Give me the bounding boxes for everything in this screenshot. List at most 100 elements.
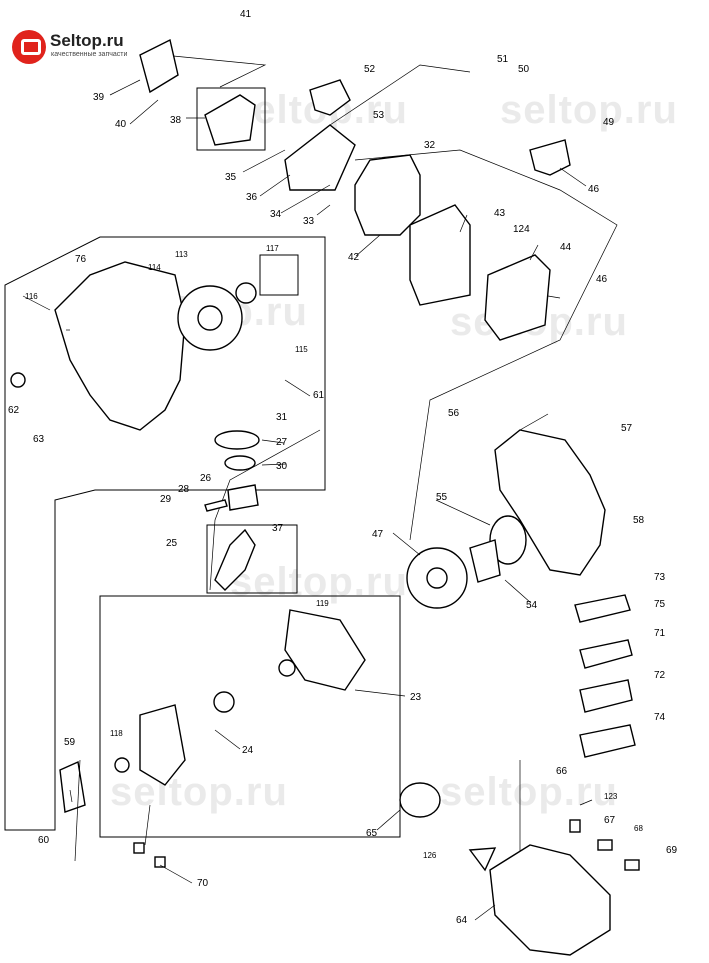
crankcase-half-part	[139, 704, 186, 786]
callout-38: 38	[170, 115, 182, 126]
logo-mark-icon	[12, 30, 46, 64]
primer-bulb-part	[468, 847, 497, 872]
ring-part	[224, 455, 256, 471]
callout-63: 63	[33, 434, 45, 445]
callout-70: 70	[197, 878, 209, 889]
callout-74: 74	[654, 712, 666, 723]
callout-51: 51	[497, 54, 509, 65]
callout-62: 62	[8, 405, 20, 416]
callout-72: 72	[654, 670, 666, 681]
callout-116: 116	[25, 292, 38, 301]
clutch-drum-part	[489, 515, 527, 565]
starter-reel-hub	[197, 305, 223, 331]
callout-113: 113	[175, 250, 188, 259]
fuel-tank-part	[489, 844, 611, 956]
shell-part	[579, 639, 633, 669]
callout-60: 60	[38, 835, 50, 846]
callout-40: 40	[115, 119, 127, 130]
air-filter-part	[399, 782, 441, 818]
callout-67: 67	[604, 815, 616, 826]
callout-124: 124	[513, 224, 530, 235]
callout-61: 61	[313, 390, 325, 401]
callout-56: 56	[448, 408, 460, 419]
callout-44: 44	[560, 242, 572, 253]
cube-part	[154, 856, 166, 868]
callout-64: 64	[456, 915, 468, 926]
bearing-part	[278, 659, 296, 677]
starter-housing-part	[54, 261, 186, 431]
cube-part	[133, 842, 145, 854]
callout-25: 25	[166, 538, 178, 549]
knob-part	[10, 372, 26, 388]
callout-114: 114	[148, 263, 161, 272]
callout-55: 55	[436, 492, 448, 503]
callout-24: 24	[242, 745, 254, 756]
small-part	[597, 839, 613, 851]
callout-75: 75	[654, 599, 666, 610]
logo-subtitle: качественные запчасти	[51, 51, 128, 58]
callout-57: 57	[621, 423, 633, 434]
callout-36: 36	[246, 192, 258, 203]
callout-27: 27	[276, 437, 288, 448]
callout-23: 23	[410, 692, 422, 703]
heat-shield-part	[409, 204, 471, 306]
callout-52: 52	[364, 64, 376, 75]
callout-123: 123	[604, 792, 618, 801]
callout-43: 43	[494, 208, 506, 219]
callout-66: 66	[556, 766, 568, 777]
callout-69: 69	[666, 845, 678, 856]
callout-41: 41	[240, 9, 252, 20]
insulator-part	[309, 79, 351, 116]
callout-58: 58	[633, 515, 645, 526]
cylinder-part	[354, 154, 421, 236]
callout-50: 50	[518, 64, 530, 75]
callout-65: 65	[366, 828, 378, 839]
callout-29: 29	[160, 494, 172, 505]
callout-119: 119	[316, 599, 329, 608]
starter-pulley-part	[235, 282, 257, 304]
piston-part	[227, 484, 259, 511]
small-part	[624, 859, 640, 871]
callout-37: 37	[272, 523, 284, 534]
callout-35: 35	[225, 172, 237, 183]
callout-30: 30	[276, 461, 288, 472]
callout-26: 26	[200, 473, 212, 484]
muffler-part	[484, 254, 551, 341]
gasket-plate-part	[284, 124, 356, 191]
callout-76: 76	[75, 254, 87, 265]
crankcase-group-frame	[99, 595, 401, 838]
watermark: seltop.ru	[440, 770, 618, 814]
logo-name: Seltop.ru	[50, 31, 124, 50]
callout-115: 115	[295, 345, 308, 354]
callout-47: 47	[372, 529, 384, 540]
clutch-part	[469, 539, 501, 583]
callout-33: 33	[303, 216, 315, 227]
callout-32: 32	[424, 140, 436, 151]
flywheel-hub	[426, 567, 448, 589]
callout-126: 126	[423, 851, 437, 860]
seal-part	[114, 757, 130, 773]
crankshaft-part	[214, 528, 256, 591]
small-part	[569, 819, 581, 833]
seltop-logo: Seltop.ru качественные запчасти	[12, 30, 172, 64]
callout-117: 117	[266, 244, 279, 253]
callout-46b: 46	[596, 274, 608, 285]
shell-part	[579, 679, 633, 713]
screw-117-box	[259, 254, 299, 296]
gasket-part	[214, 430, 260, 450]
callout-54: 54	[526, 600, 538, 611]
callout-118: 118	[110, 729, 123, 738]
callout-46: 46	[588, 184, 600, 195]
shell-part	[574, 594, 631, 623]
callout-73: 73	[654, 572, 666, 583]
watermark: seltop.ru	[500, 88, 678, 132]
bracket-part	[529, 139, 571, 176]
plate-part	[139, 38, 179, 94]
crankshaft-box	[206, 524, 298, 594]
callout-34: 34	[270, 209, 282, 220]
mount-part	[59, 760, 86, 813]
callout-39: 39	[93, 92, 105, 103]
carb-bracket-part	[204, 94, 256, 146]
fan-cover-part	[494, 429, 606, 576]
callout-59: 59	[64, 737, 76, 748]
